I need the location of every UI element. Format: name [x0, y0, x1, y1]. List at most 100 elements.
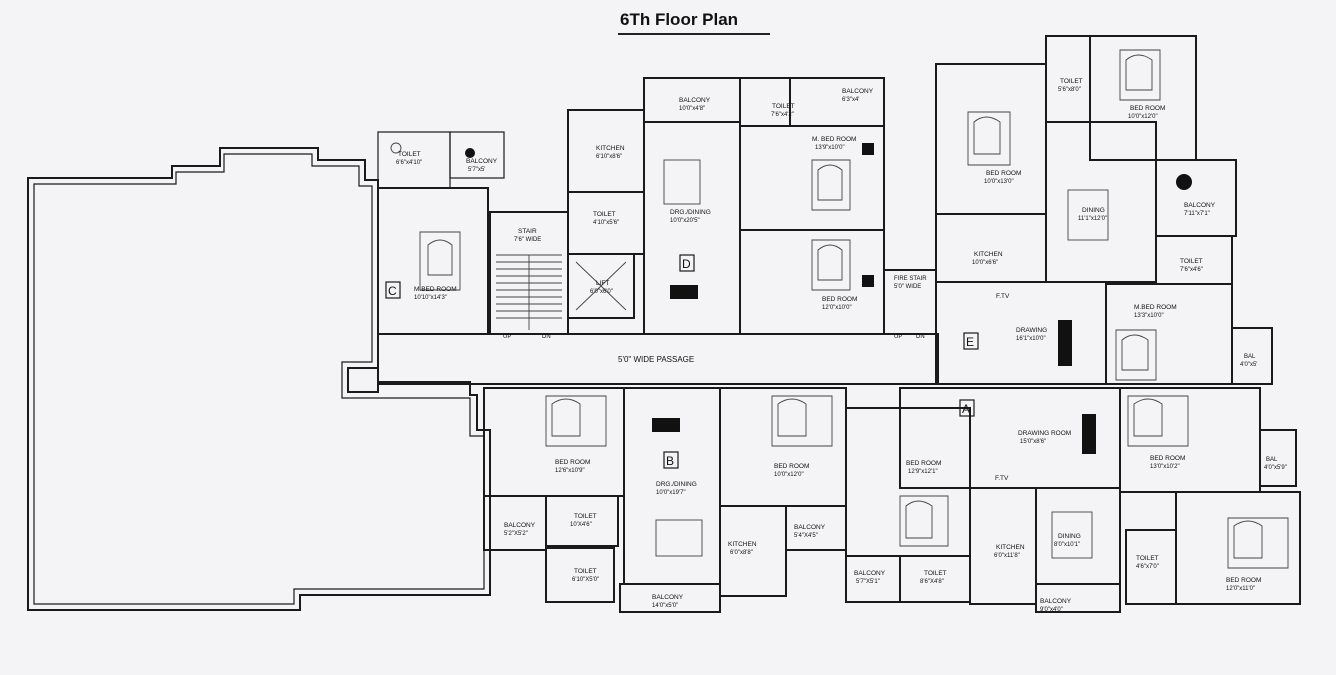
- tv-unit: [1058, 320, 1072, 366]
- room-label: BALCONY: [504, 522, 536, 529]
- flat-label-d: D: [682, 257, 691, 271]
- room-size: 10'10"x14'3": [414, 295, 447, 301]
- room-label: DINING: [1058, 533, 1081, 540]
- flat-label-a: A: [962, 402, 970, 416]
- room-label: BALCONY: [1184, 202, 1216, 209]
- room-size: 10'0"x19'7": [656, 490, 686, 496]
- title-underline: [618, 33, 770, 35]
- room-size: 7'6"x4'6": [1180, 267, 1203, 273]
- plan-title: 6Th Floor Plan: [620, 10, 739, 29]
- room-size: 10'X4'6": [570, 522, 592, 528]
- terrace-inner-line: [33, 153, 485, 605]
- bed-furniture: [811, 239, 851, 291]
- room-label: KITCHEN: [728, 541, 757, 548]
- flat-label-b: B: [666, 454, 674, 468]
- room-size: 13'3"x10'0": [1134, 313, 1164, 319]
- tv-marker: F.TV: [995, 475, 1009, 482]
- room-label: STAIR: [518, 228, 537, 235]
- room-size: 10'0"x12'0": [774, 472, 804, 478]
- room-label: BALCONY: [794, 524, 826, 531]
- room-label: BAL: [1244, 354, 1256, 360]
- room-outline: [1035, 583, 1121, 613]
- bed-furniture: [1115, 329, 1157, 381]
- room-label: KITCHEN: [974, 251, 1003, 258]
- room-size: 5'2"X5'2": [504, 531, 528, 537]
- lift-outline: [567, 253, 635, 319]
- room-outline: [1105, 283, 1233, 385]
- room-size: 6'10"x8'6": [596, 154, 622, 160]
- room-outline: [1259, 429, 1297, 487]
- room-label: DRAWING ROOM: [1018, 430, 1071, 437]
- room-outline: [1089, 35, 1197, 161]
- room-label: BALCONY: [1040, 598, 1072, 605]
- room-outline: [1119, 387, 1261, 493]
- room-label: M. BED ROOM: [812, 136, 856, 143]
- room-size: 10'0"x6'6": [972, 260, 998, 266]
- room-size: 14'0"x5'0": [652, 603, 678, 609]
- room-label: BED ROOM: [774, 463, 809, 470]
- bed-furniture: [967, 111, 1011, 166]
- flat-markers: C D E A B: [385, 254, 979, 469]
- bed-furniture: [811, 159, 851, 211]
- dining-table: [655, 519, 703, 557]
- cabinet-fixture: [862, 275, 874, 287]
- stair-down-marker: DN: [542, 334, 551, 340]
- room-size: 7'6"x4'2": [771, 112, 794, 118]
- bed-furniture: [1227, 517, 1289, 569]
- room-outline: [377, 187, 489, 335]
- room-label: TOILET: [398, 151, 421, 158]
- room-label: BED ROOM: [1130, 105, 1165, 112]
- room-size: 11'1"x12'0": [1078, 216, 1107, 222]
- room-label: DRG./DINING: [656, 481, 697, 488]
- room-size: 4'6"x7'0": [1136, 564, 1159, 570]
- room-label: BED ROOM: [986, 170, 1021, 177]
- room-label: TOILET: [1136, 555, 1159, 562]
- room-size: 6'0"x11'8": [994, 553, 1020, 559]
- room-label: BALCONY: [652, 594, 684, 601]
- room-label: LIFT: [596, 280, 609, 287]
- room-size: 15'0"x8'6": [1020, 439, 1046, 445]
- room-size: 13'9"x10'0": [815, 145, 845, 151]
- room-outline: [545, 547, 615, 603]
- room-size: 5'7"X5'1": [856, 579, 880, 585]
- tv-unit: [652, 418, 680, 432]
- room-outline: [483, 387, 625, 497]
- room-outline: [643, 121, 741, 335]
- room-size: 4'0"x5'9": [1264, 465, 1287, 471]
- room-size: 5'6"x8'0": [1058, 87, 1081, 93]
- room-outline: [619, 583, 721, 613]
- room-label: TOILET: [593, 211, 616, 218]
- plant-pot: [1176, 174, 1192, 190]
- room-outline: [1175, 491, 1301, 605]
- room-label: M.BED ROOM: [1134, 304, 1177, 311]
- room-size: 8'0"x10'1": [1054, 542, 1080, 548]
- bed-furniture: [771, 395, 833, 447]
- toilet-fixture: [390, 142, 402, 154]
- room-label: KITCHEN: [996, 544, 1025, 551]
- bed-furniture: [1127, 395, 1189, 447]
- room-size: 7'6" WIDE: [514, 237, 541, 243]
- room-label: BALCONY: [842, 88, 874, 95]
- room-outline: [449, 131, 505, 179]
- tv-unit: [1082, 414, 1096, 454]
- room-outline: [845, 407, 971, 557]
- room-size: 12'6"x10'9": [555, 468, 585, 474]
- room-size: 5'0" WIDE: [894, 284, 921, 290]
- dining-table: [1067, 189, 1109, 241]
- room-size: 4'10"x5'6": [593, 220, 619, 226]
- stair-treads: [496, 254, 562, 330]
- room-label: KITCHEN: [596, 145, 625, 152]
- room-label: TOILET: [574, 568, 597, 575]
- room-outline: [935, 63, 1047, 215]
- passage-label: 5'0" WIDE PASSAGE: [618, 355, 694, 364]
- fire-stair-up-marker: UP: [894, 334, 902, 340]
- room-label: TOILET: [574, 513, 597, 520]
- room-size: 6'6"x4'10": [396, 160, 422, 166]
- room-label: FIRE STAIR: [894, 276, 927, 282]
- room-size: 6'0"x8'8": [730, 550, 753, 556]
- room-size: 4'0"x5': [1240, 362, 1257, 368]
- room-label: BED ROOM: [1150, 455, 1185, 462]
- stair-up-marker: UP: [503, 334, 511, 340]
- bed-furniture: [1119, 49, 1161, 101]
- room-outline: [789, 77, 885, 127]
